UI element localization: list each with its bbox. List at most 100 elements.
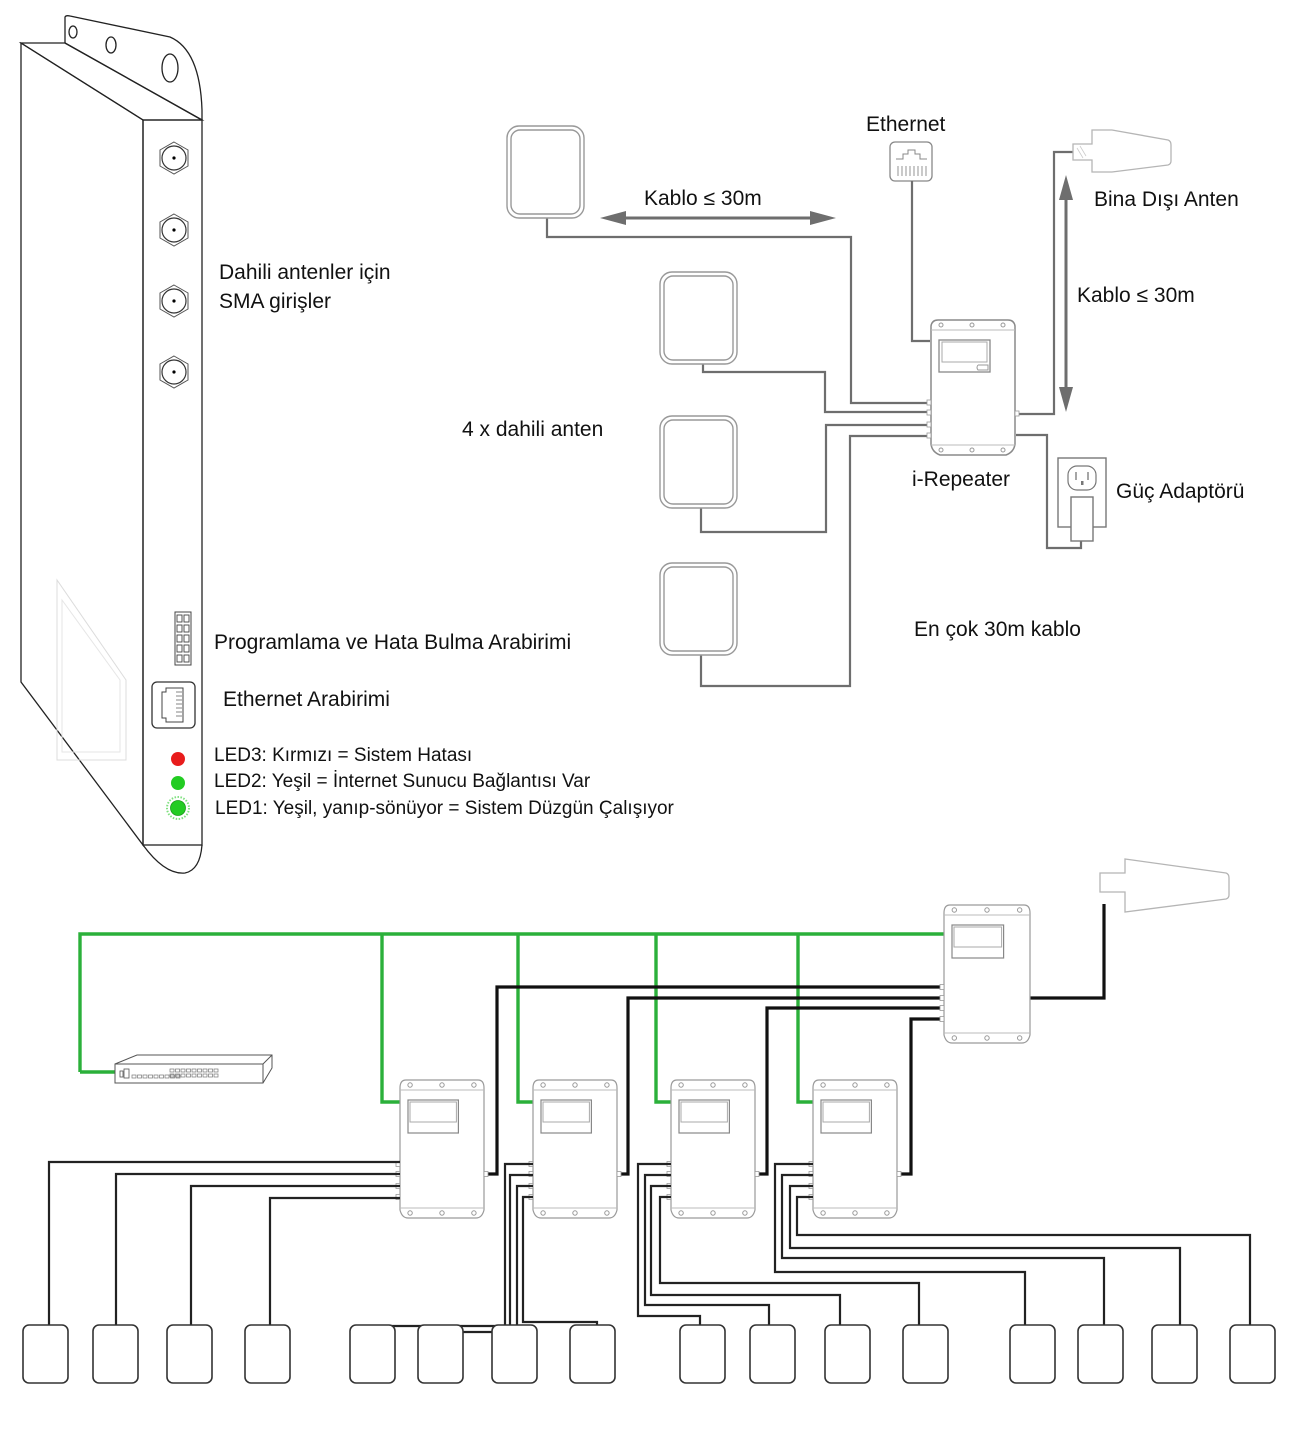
repeater-display-inner <box>680 1101 728 1123</box>
ethernet-cable-green <box>516 934 533 1104</box>
sma-connector-icon <box>159 355 189 389</box>
sma-connector-icon <box>159 284 189 318</box>
indoor-antenna-icon <box>491 1324 538 1384</box>
mount-hole <box>884 1210 890 1216</box>
mount-hole <box>439 1082 445 1088</box>
label-outdoor-antenna: Bina Dışı Anten <box>1094 188 1239 211</box>
mount-hole <box>852 1082 858 1088</box>
indoor-antenna-icon <box>569 1324 616 1384</box>
indoor-antenna-icon <box>92 1324 139 1384</box>
antenna-cable <box>636 1162 702 1328</box>
indoor-antenna-icon <box>22 1324 69 1384</box>
mount-hole <box>951 907 958 913</box>
network-diagram <box>22 858 1276 1384</box>
mount-hole <box>951 1035 958 1041</box>
outdoor-antenna-icon <box>1099 858 1230 913</box>
led3-red-icon <box>171 752 185 766</box>
antenna-cable <box>268 1196 400 1325</box>
repeater-display-inner <box>822 1101 870 1123</box>
indoor-antenna-icon <box>679 1324 726 1384</box>
mount-hole <box>852 1210 858 1216</box>
label-internal-antennas: 4 x dahili anten <box>462 418 604 441</box>
port <box>616 1171 622 1177</box>
mounting-hole <box>68 25 78 39</box>
indoor-antenna-icon <box>1009 1324 1056 1384</box>
internal-antenna-icon <box>659 415 738 509</box>
switch-port <box>213 1073 219 1078</box>
mount-hole <box>678 1210 684 1216</box>
switch-port <box>213 1068 219 1073</box>
label-max-cable: En çok 30m kablo <box>914 618 1081 641</box>
antenna-cable <box>47 1160 400 1325</box>
indoor-antenna-icon <box>902 1324 949 1384</box>
switch-port <box>180 1068 186 1073</box>
mount-hole <box>984 907 990 913</box>
ethernet-cable-green <box>380 934 400 1104</box>
repeater-device-icon <box>926 319 1020 456</box>
indoor-antenna-icon <box>1151 1324 1198 1384</box>
label-cable-horizontal: Kablo ≤ 30m <box>644 187 762 210</box>
mount-hole <box>1016 907 1023 913</box>
antenna-cable <box>658 1195 921 1328</box>
mount-hole <box>407 1210 413 1216</box>
label-led2: LED2: Yeşil = İnternet Sunucu Bağlantısı… <box>214 771 591 792</box>
antenna-cable <box>189 1184 400 1325</box>
switch-port <box>153 1074 159 1079</box>
rf-cable-black <box>899 1017 944 1176</box>
ethernet-cable-green <box>654 934 671 1104</box>
ethernet-cable <box>910 181 930 343</box>
label-programming-interface: Programlama ve Hata Bulma Arabirimi <box>214 631 572 654</box>
port <box>939 995 945 1001</box>
port <box>896 1171 902 1177</box>
device-left-panel <box>20 41 144 847</box>
switch-port <box>202 1068 208 1073</box>
mount-hole <box>884 1082 890 1088</box>
switch-port <box>137 1074 142 1079</box>
antenna-cable-2 <box>701 362 930 414</box>
switch-port <box>191 1068 197 1073</box>
indoor-antenna-icon <box>417 1324 464 1384</box>
label-ethernet: Ethernet <box>866 113 946 136</box>
device-front-panel <box>142 119 203 846</box>
antenna-cable-1 <box>545 217 930 405</box>
led1-glow <box>166 796 190 820</box>
indoor-antenna-icon <box>824 1324 871 1384</box>
ethernet-cable-green <box>78 932 945 1072</box>
indoor-antenna-icon <box>244 1324 291 1384</box>
switch-port <box>208 1073 213 1078</box>
repeater-side-view <box>18 15 205 874</box>
antenna-cable <box>773 1162 1027 1328</box>
indoor-antenna-icon <box>749 1324 796 1384</box>
switch-port <box>186 1073 191 1078</box>
antenna-cable <box>649 1184 842 1328</box>
programming-header-icon <box>174 611 192 666</box>
mount-hole <box>471 1210 477 1216</box>
repeater-display-inner <box>953 926 1003 948</box>
rf-cable-black <box>485 985 944 1176</box>
switch-port <box>169 1068 175 1073</box>
label-repeater: i-Repeater <box>912 468 1011 491</box>
sma-connectors <box>159 141 189 389</box>
label-power-adapter: Güç Adaptörü <box>1116 480 1245 503</box>
mount-hole <box>471 1082 477 1088</box>
switch-port <box>148 1074 153 1079</box>
outdoor-antenna-cable <box>1016 150 1075 416</box>
switch-port <box>175 1068 180 1073</box>
mount-hole <box>439 1210 445 1216</box>
switch-port <box>159 1074 164 1079</box>
antenna-cable-4 <box>699 434 930 688</box>
outdoor-antenna-icon <box>1072 129 1172 173</box>
rf-cable-outdoor <box>1030 904 1106 1000</box>
mounting-tab <box>64 15 203 120</box>
mount-hole <box>710 1210 716 1216</box>
led1-green-blinking-icon <box>170 800 186 816</box>
sma-connector-icon <box>159 213 189 247</box>
internal-antenna-icon <box>659 271 738 365</box>
switch-power <box>119 1070 124 1078</box>
mount-hole <box>407 1082 413 1088</box>
rf-cable-black <box>755 1006 944 1176</box>
port <box>939 984 945 990</box>
mount-hole <box>572 1210 578 1216</box>
cable-length-arrow-horizontal <box>600 211 836 225</box>
